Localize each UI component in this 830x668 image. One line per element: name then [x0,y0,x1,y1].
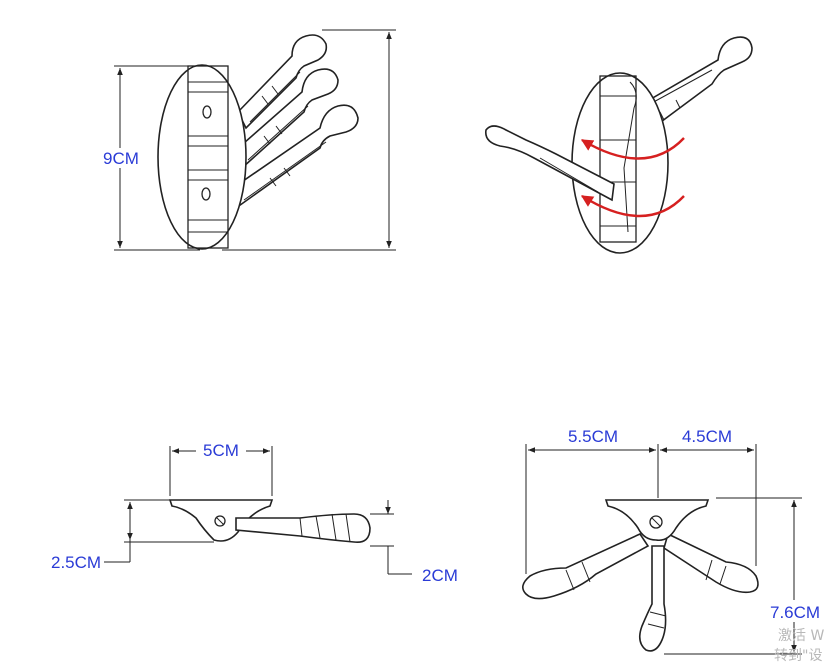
spread-arm-bottom [638,545,667,652]
top-view-spread: 5.5CM 4.5CM 7.6CM [522,426,830,655]
watermark-line-1: 激活 W [778,627,824,644]
screw-hole-lower [201,187,211,201]
spread-plate [604,499,710,542]
spread-screw [649,515,663,529]
top-view-single: 5CM 2.5CM 2CM [51,440,458,585]
depth-label: 7.6CM [770,603,820,622]
rotation-arrow-lower [580,194,685,218]
left-span-label: 5.5CM [568,427,618,446]
screw-hole-upper [202,105,212,119]
plate-depth-label: 2.5CM [51,553,101,572]
single-screw [214,515,226,527]
rotated-arm-upper [631,36,753,138]
right-span-label: 4.5CM [682,427,732,446]
single-plate [168,499,274,542]
rotated-arm-lower [484,125,615,202]
rotation-view [484,36,753,254]
width-label: 5CM [203,441,239,460]
spread-arm-left [522,532,650,600]
hook-arm-bottom [229,104,359,210]
single-arm [235,513,371,544]
back-plate [157,64,247,250]
hook-arm-top [237,34,328,130]
rotation-arrow-upper [580,137,685,160]
arm-depth-label: 2CM [422,566,458,585]
hook-arm-middle [235,68,339,170]
watermark-line-2: 转到"设 [774,648,822,664]
front-view: 9CM [96,29,396,251]
height-label: 9CM [103,149,139,168]
